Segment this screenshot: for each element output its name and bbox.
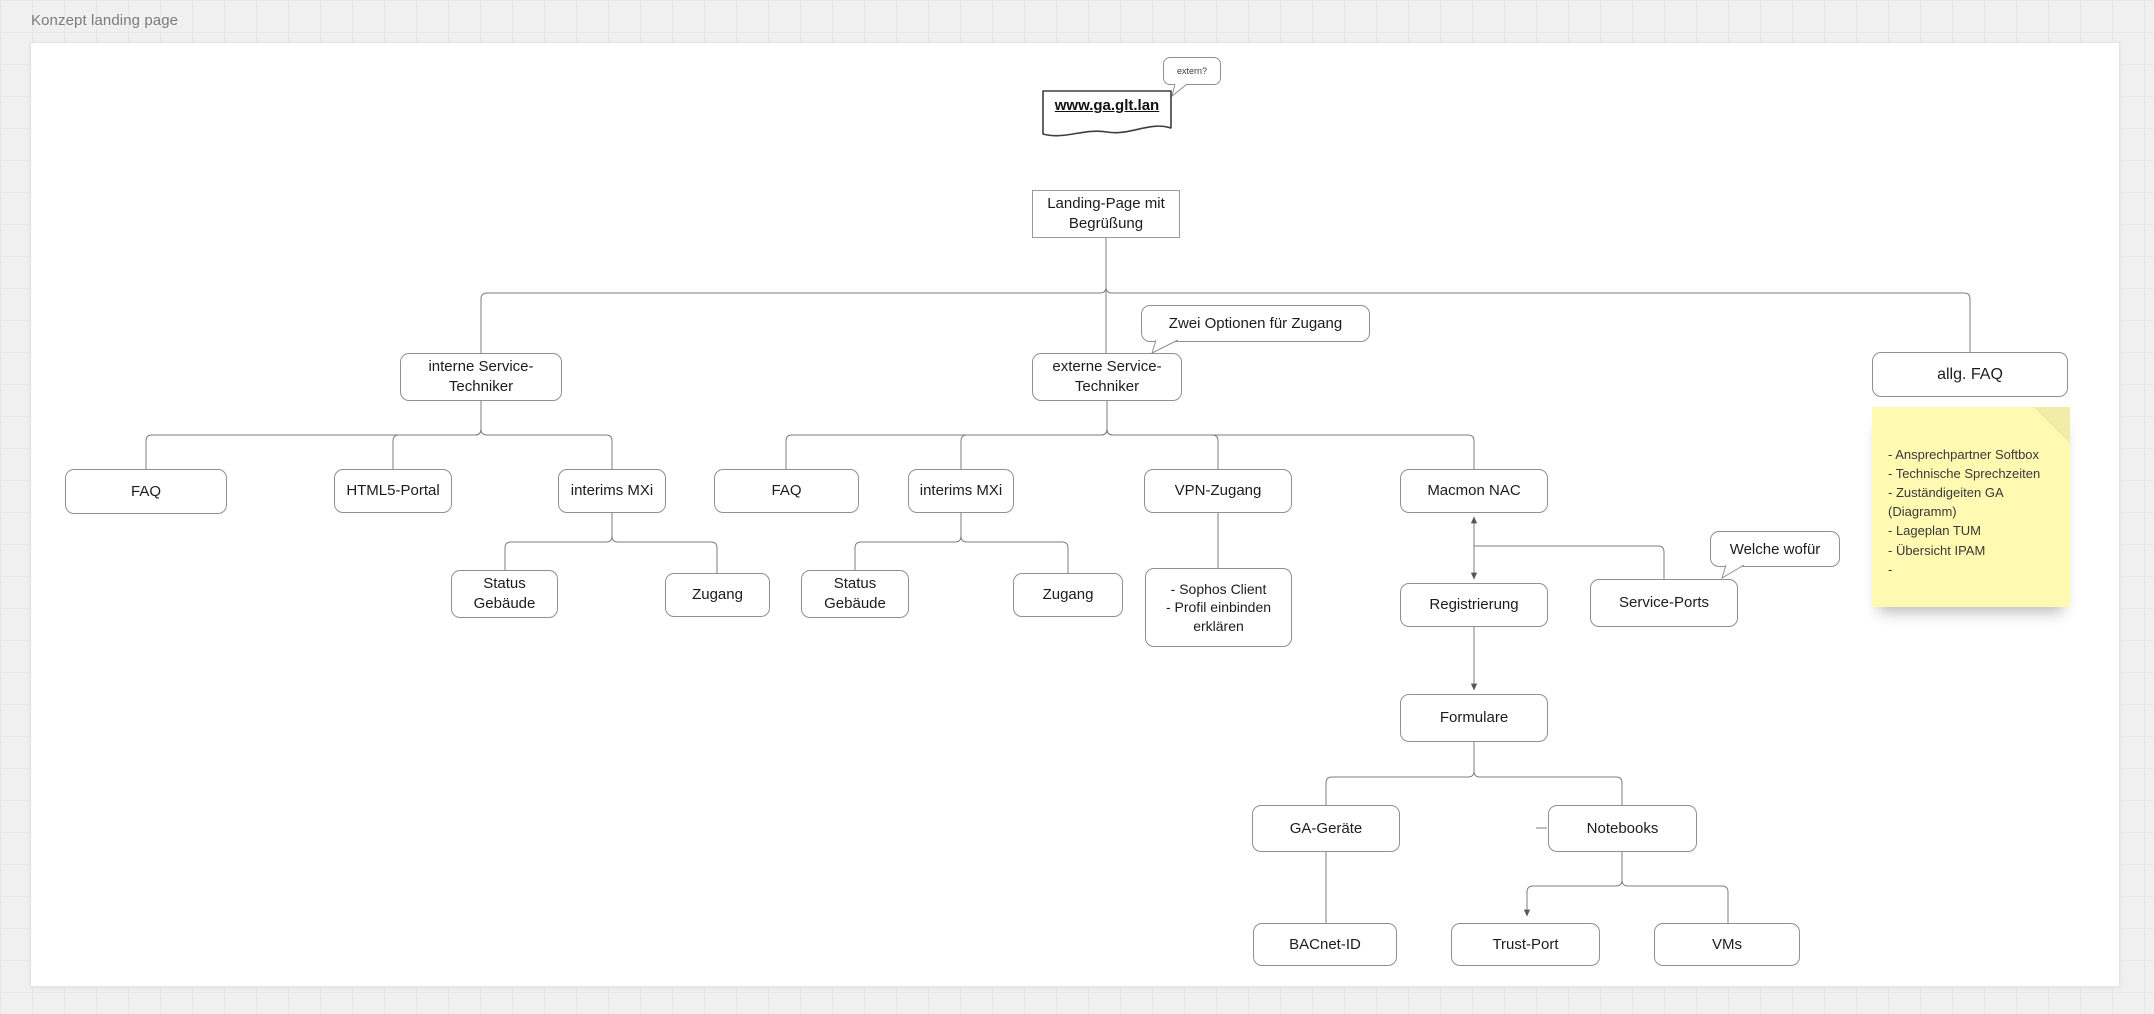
sticky-note-faq-topics[interactable]: - Ansprechpartner Softbox - Technische S… xyxy=(1872,407,2070,607)
node-sophos-client-label: - Sophos Client - Profil einbinden erklä… xyxy=(1165,580,1272,634)
node-status-gebaeude-intern-label: Status Gebäude xyxy=(473,575,536,612)
node-ga-geraete[interactable]: GA-Geräte xyxy=(1252,805,1400,852)
node-html5-portal-label: HTML5-Portal xyxy=(346,482,440,500)
node-formulare[interactable]: Formulare xyxy=(1400,694,1548,742)
node-faq-extern[interactable]: FAQ xyxy=(714,469,859,513)
node-vpn-zugang[interactable]: VPN-Zugang xyxy=(1144,469,1292,513)
callout-extern-label: extern? xyxy=(1176,66,1208,76)
node-bacnet-id-label: BACnet-ID xyxy=(1289,935,1361,953)
node-faq-extern-label: FAQ xyxy=(771,482,802,500)
frame-title[interactable]: Konzept landing page xyxy=(31,12,179,29)
node-vms[interactable]: VMs xyxy=(1654,923,1800,966)
sticky-note-line: - Technische Sprechzeiten xyxy=(1888,466,2041,482)
node-interims-mxi-extern[interactable]: interims MXi xyxy=(908,469,1014,513)
node-allg-faq[interactable]: allg. FAQ xyxy=(1872,352,2068,397)
node-zugang-extern[interactable]: Zugang xyxy=(1013,573,1123,617)
node-trust-port[interactable]: Trust-Port xyxy=(1451,923,1600,966)
sticky-note-line: - Ansprechpartner Softbox xyxy=(1888,447,2040,462)
node-registrierung-label: Registrierung xyxy=(1429,596,1519,614)
node-status-gebaeude-extern[interactable]: Status Gebäude xyxy=(801,570,909,618)
node-externe-label: externe Service-Techniker xyxy=(1052,358,1162,395)
node-registrierung[interactable]: Registrierung xyxy=(1400,583,1548,627)
node-landing-page-label: Landing-Page mit Begrüßung xyxy=(1047,195,1165,232)
node-vms-label: VMs xyxy=(1712,935,1742,953)
callout-zwei-optionen[interactable]: Zwei Optionen für Zugang xyxy=(1141,305,1370,354)
node-formulare-label: Formulare xyxy=(1439,709,1509,727)
node-status-gebaeude-extern-label: Status Gebäude xyxy=(824,575,886,612)
sticky-note-line: - Zuständigeiten GA xyxy=(1888,485,2004,501)
sticky-note-line: - Übersicht IPAM xyxy=(1888,542,1986,558)
node-notebooks[interactable]: Notebooks xyxy=(1548,805,1697,852)
node-interims-mxi-intern-label: interims MXi xyxy=(570,482,654,500)
node-macmon-nac-label: Macmon NAC xyxy=(1427,482,1521,500)
callout-welche-wofuer[interactable]: Welche wofür xyxy=(1710,531,1840,580)
node-zugang-extern-label: Zugang xyxy=(1042,586,1094,604)
node-faq-intern-label: FAQ xyxy=(130,482,161,500)
node-vpn-zugang-label: VPN-Zugang xyxy=(1174,482,1262,500)
sticky-note-line: - Lageplan TUM xyxy=(1888,523,1981,539)
sticky-note-line: (Diagramm) xyxy=(1888,504,1957,520)
node-allg-faq-label: allg. FAQ xyxy=(1937,365,2003,383)
node-sophos-client[interactable]: - Sophos Client - Profil einbinden erklä… xyxy=(1145,568,1292,647)
url-document-label: www.ga.glt.lan xyxy=(1054,97,1160,114)
node-ga-geraete-label: GA-Geräte xyxy=(1289,819,1363,837)
url-document-shape[interactable]: www.ga.glt.lan xyxy=(1042,90,1172,140)
callout-zwei-optionen-label: Zwei Optionen für Zugang xyxy=(1168,315,1343,332)
node-interims-mxi-extern-label: interims MXi xyxy=(919,482,1003,500)
callout-extern[interactable]: extern? xyxy=(1163,57,1221,98)
node-landing-page[interactable]: Landing-Page mit Begrüßung xyxy=(1032,190,1180,238)
sticky-note-line: - xyxy=(1888,561,1893,577)
node-zugang-intern-label: Zugang xyxy=(692,586,743,604)
node-interne-label: interne Service-Techniker xyxy=(428,358,534,395)
node-status-gebaeude-intern[interactable]: Status Gebäude xyxy=(451,570,558,618)
node-interne-service-techniker[interactable]: interne Service-Techniker xyxy=(400,353,562,401)
node-interims-mxi-intern[interactable]: interims MXi xyxy=(558,469,666,513)
node-html5-portal[interactable]: HTML5-Portal xyxy=(334,469,452,513)
callout-welche-wofuer-label: Welche wofür xyxy=(1729,540,1821,558)
frame-background xyxy=(30,42,2120,987)
node-notebooks-label: Notebooks xyxy=(1586,819,1659,837)
node-externe-service-techniker[interactable]: externe Service-Techniker xyxy=(1032,353,1182,401)
node-zugang-intern[interactable]: Zugang xyxy=(665,573,770,617)
node-service-ports-label: Service-Ports xyxy=(1618,594,1710,612)
node-faq-intern[interactable]: FAQ xyxy=(65,469,227,514)
node-service-ports[interactable]: Service-Ports xyxy=(1590,579,1738,627)
node-trust-port-label: Trust-Port xyxy=(1492,935,1559,953)
node-bacnet-id[interactable]: BACnet-ID xyxy=(1253,923,1397,966)
node-macmon-nac[interactable]: Macmon NAC xyxy=(1400,469,1548,513)
